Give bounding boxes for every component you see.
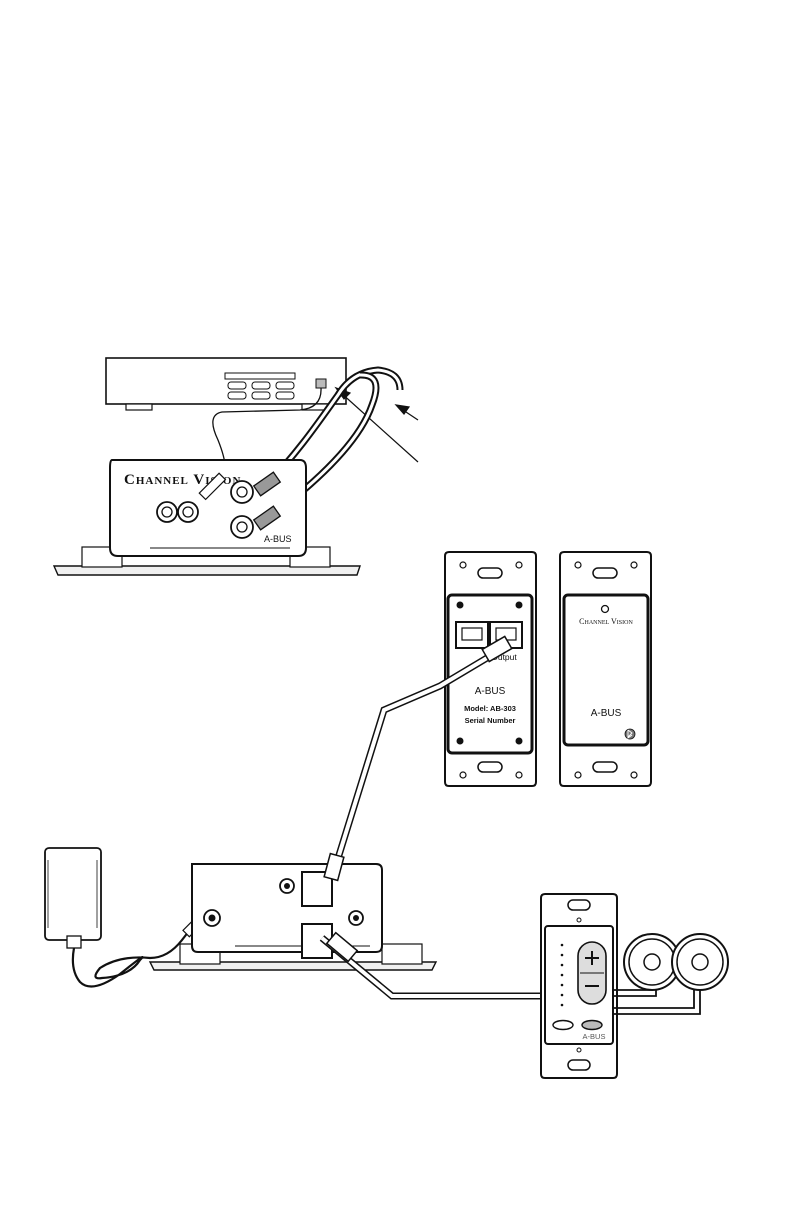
plate-model: Model: AB-303 <box>464 704 516 713</box>
keypad-right-button <box>582 1021 602 1030</box>
rj45-ports <box>456 622 522 648</box>
front-logo: A-BUS <box>591 708 622 719</box>
speaker-right <box>672 934 728 990</box>
plate-logo: A-BUS <box>475 686 506 697</box>
keypad-left-button <box>553 1021 573 1030</box>
keypad: A-BUS <box>541 894 617 1078</box>
front-indicator-led <box>602 606 609 613</box>
speaker-wires <box>612 988 700 1014</box>
keypad-logo: A-BUS <box>583 1032 606 1041</box>
hub-logo: A-BUS <box>264 534 292 544</box>
front-brand: Channel Vision <box>579 617 633 626</box>
source-component <box>106 358 346 410</box>
wall-plate-front: Channel Vision A-BUS <box>560 552 651 786</box>
plate-serial: Serial Number <box>465 716 516 725</box>
bluetooth-icon <box>625 729 635 739</box>
ir-emitter <box>316 379 326 388</box>
lower-hub <box>150 864 436 970</box>
wall-plate-rear: Output A-BUS Model: AB-303 Serial Number <box>445 552 536 786</box>
